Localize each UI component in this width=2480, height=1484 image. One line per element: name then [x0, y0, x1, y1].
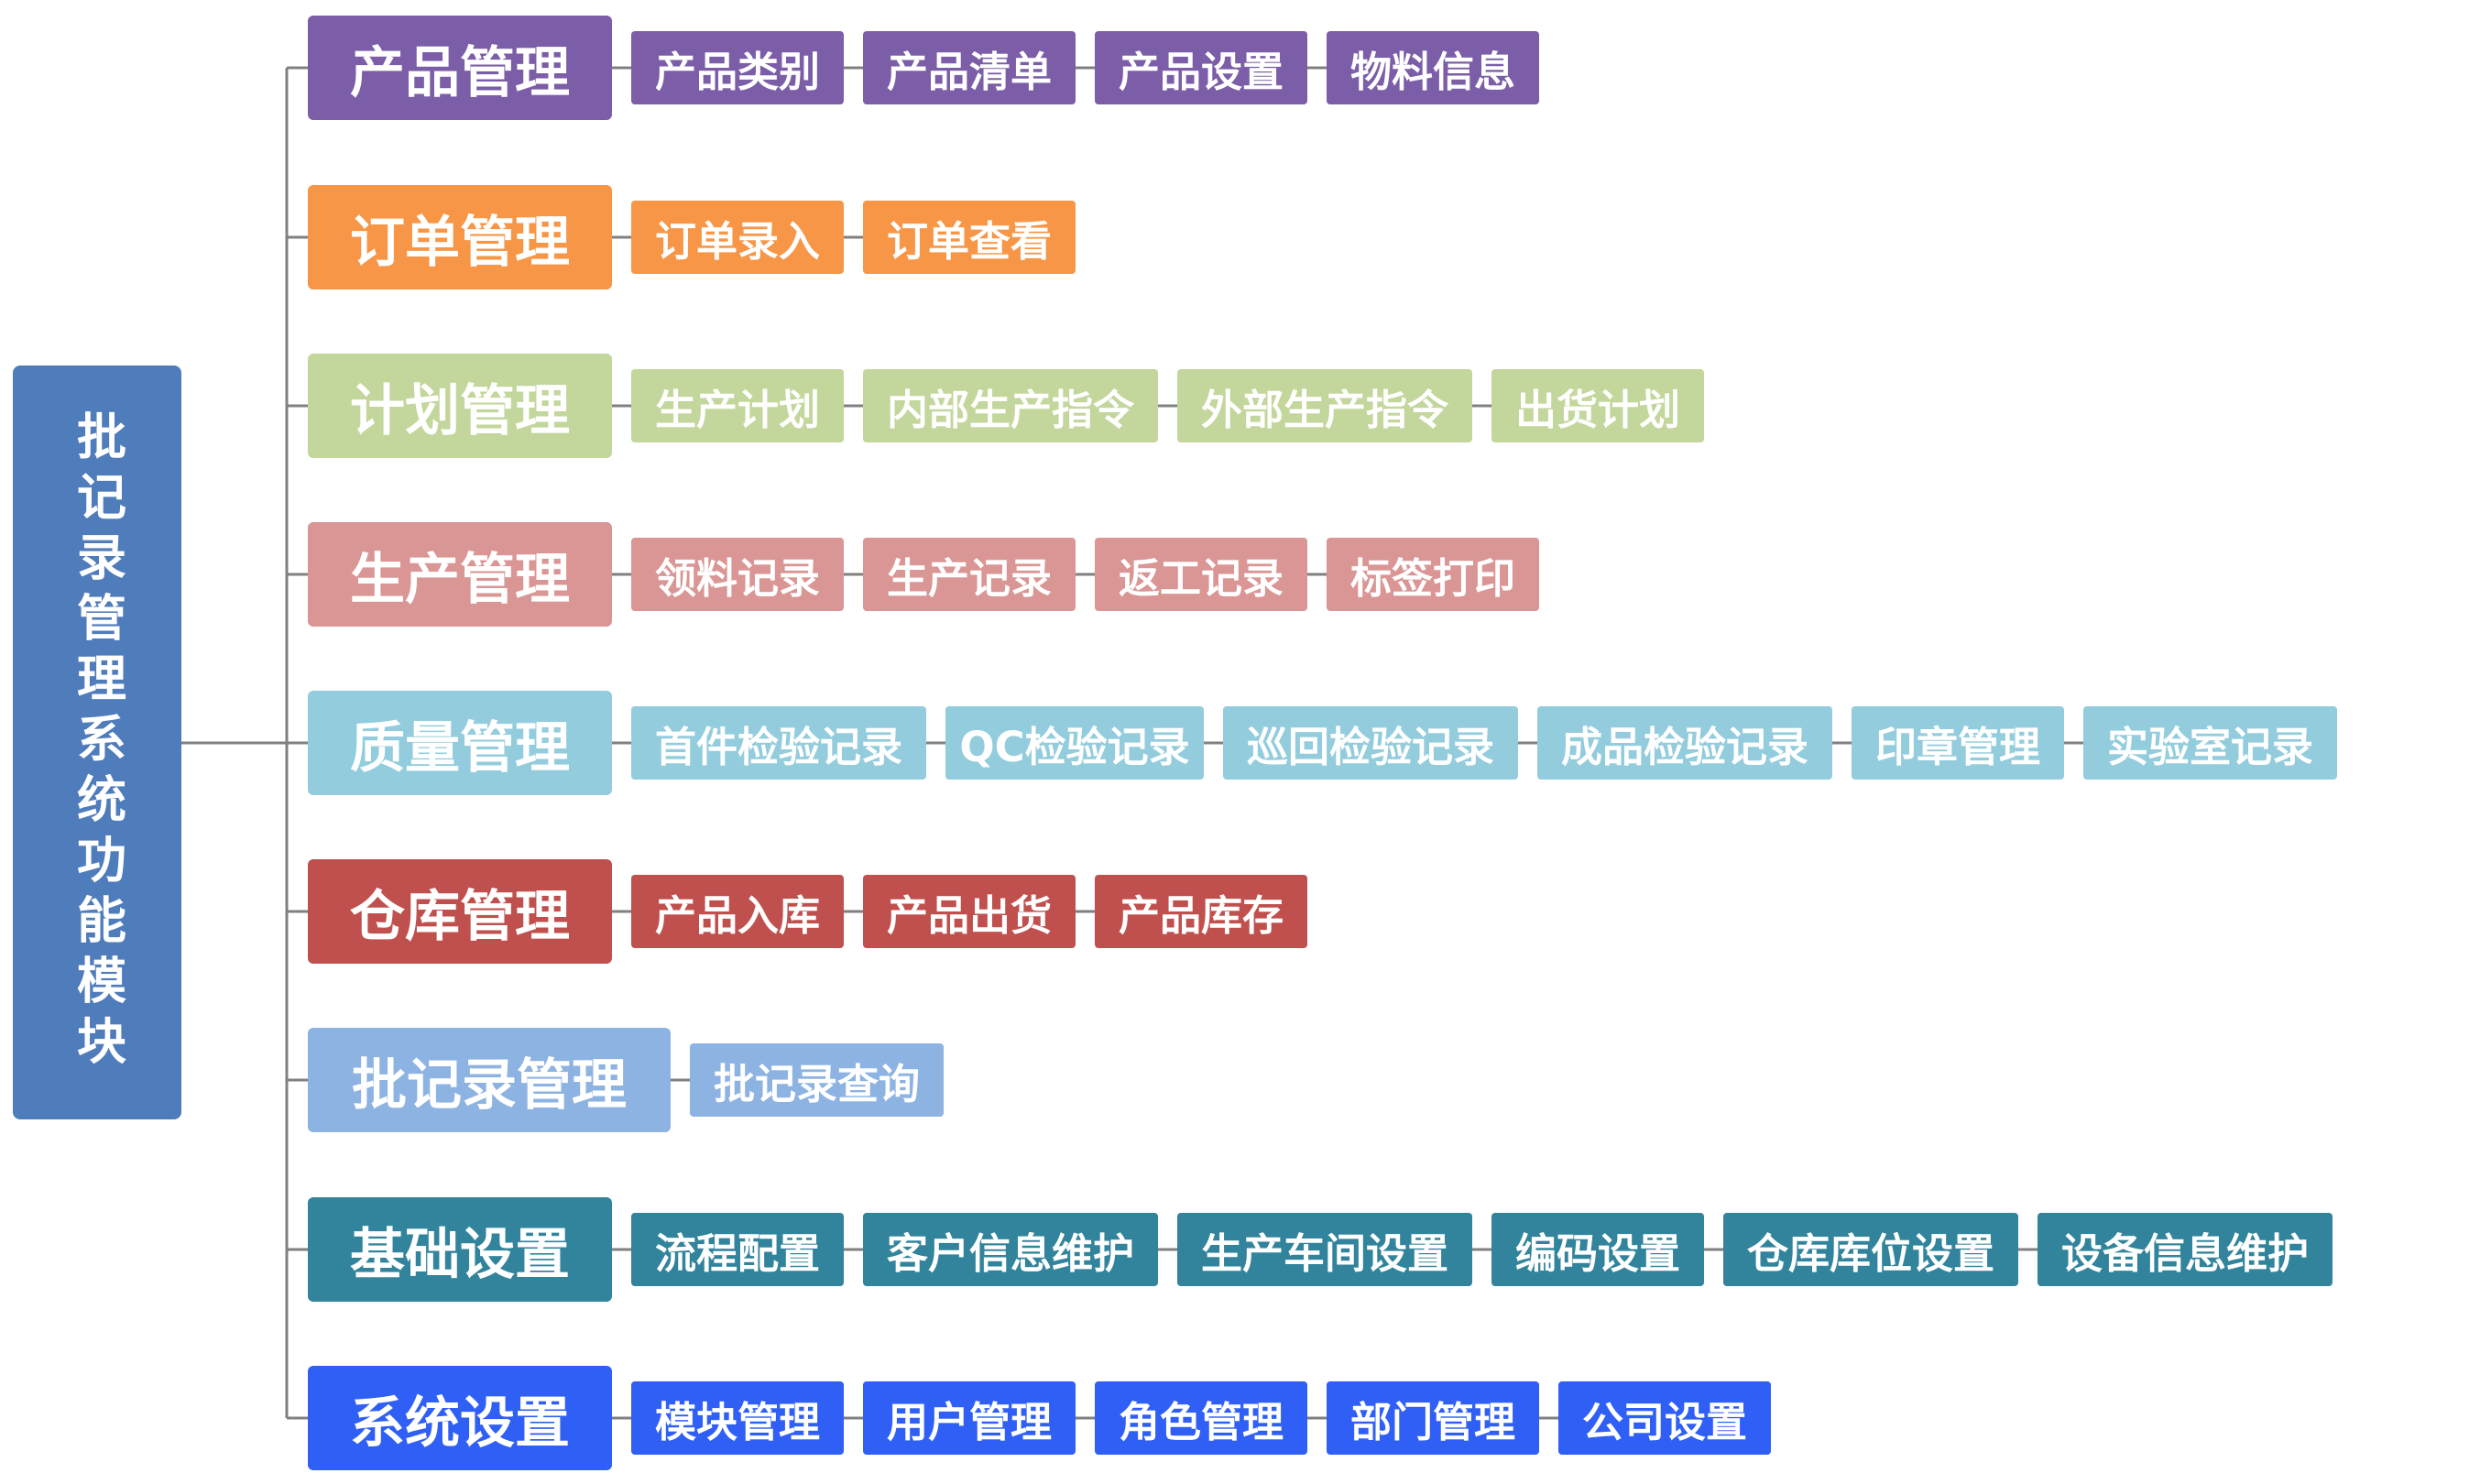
category-6-item-3: 产品库存 — [1095, 875, 1307, 948]
category-5-item-1: 首件检验记录 — [631, 706, 926, 780]
category-4-item-2: 生产记录 — [863, 538, 1076, 611]
category-1-item-1: 产品类别 — [631, 31, 844, 104]
category-1: 产品管理 — [308, 16, 612, 120]
category-7-item-1: 批记录查询 — [690, 1043, 944, 1117]
category-3-item-4: 出货计划 — [1491, 369, 1704, 442]
category-7: 批记录管理 — [308, 1028, 671, 1132]
category-3: 计划管理 — [308, 354, 612, 458]
category-2-item-2: 订单查看 — [863, 201, 1076, 274]
category-4-item-1: 领料记录 — [631, 538, 844, 611]
category-4-item-3: 返工记录 — [1095, 538, 1307, 611]
category-8-item-2: 客户信息维护 — [863, 1213, 1158, 1286]
category-1-item-3: 产品设置 — [1095, 31, 1307, 104]
category-3-item-3: 外部生产指令 — [1177, 369, 1472, 442]
category-1-item-4: 物料信息 — [1327, 31, 1539, 104]
category-6: 仓库管理 — [308, 859, 612, 964]
category-5-item-4: 成品检验记录 — [1537, 706, 1832, 780]
category-9-item-2: 用户管理 — [863, 1381, 1076, 1455]
category-9-item-3: 角色管理 — [1095, 1381, 1307, 1455]
category-8-item-4: 编码设置 — [1491, 1213, 1704, 1286]
category-6-item-1: 产品入库 — [631, 875, 844, 948]
category-8-item-1: 流程配置 — [631, 1213, 844, 1286]
category-8-item-5: 仓库库位设置 — [1723, 1213, 2018, 1286]
category-3-item-1: 生产计划 — [631, 369, 844, 442]
category-4: 生产管理 — [308, 522, 612, 627]
category-5-item-5: 印章管理 — [1852, 706, 2064, 780]
category-5-item-3: 巡回检验记录 — [1223, 706, 1518, 780]
category-2: 订单管理 — [308, 185, 612, 289]
category-5-item-2: QC检验记录 — [945, 706, 1204, 780]
category-1-item-2: 产品清单 — [863, 31, 1076, 104]
category-2-item-1: 订单录入 — [631, 201, 844, 274]
category-8-item-3: 生产车间设置 — [1177, 1213, 1472, 1286]
category-4-item-4: 标签打印 — [1327, 538, 1539, 611]
category-8: 基础设置 — [308, 1197, 612, 1302]
category-9-item-5: 公司设置 — [1558, 1381, 1771, 1455]
category-9: 系统设置 — [308, 1366, 612, 1470]
category-8-item-6: 设备信息维护 — [2038, 1213, 2333, 1286]
root-node: 批记录管理系统功能模块 — [13, 366, 181, 1119]
category-5-item-6: 实验室记录 — [2083, 706, 2337, 780]
category-6-item-2: 产品出货 — [863, 875, 1076, 948]
category-9-item-4: 部门管理 — [1327, 1381, 1539, 1455]
category-9-item-1: 模块管理 — [631, 1381, 844, 1455]
category-3-item-2: 内部生产指令 — [863, 369, 1158, 442]
category-5: 质量管理 — [308, 691, 612, 795]
